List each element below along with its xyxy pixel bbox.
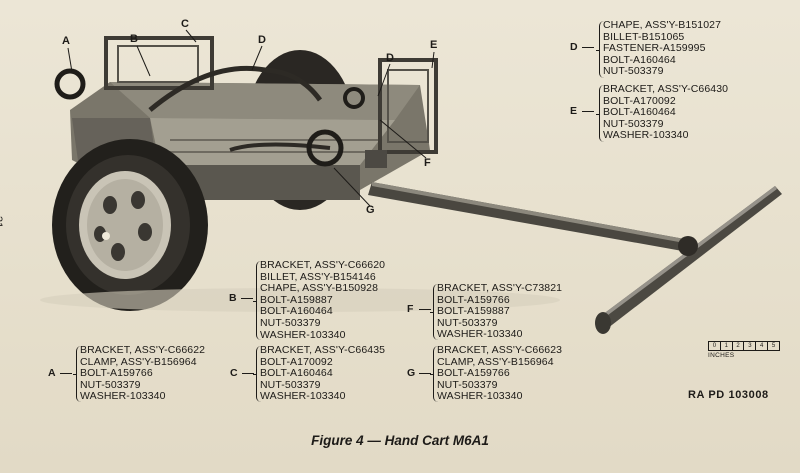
figure-caption: Figure 4 — Hand Cart M6A1 (311, 433, 489, 448)
handle-tongue (368, 182, 782, 334)
leader-dash (419, 309, 431, 310)
scale-tick: 0 (708, 341, 720, 351)
callout-a: A (62, 35, 70, 47)
parts-items: BRACKET, ASS'Y-C66623 CLAMP, ASS'Y-B1569… (437, 344, 563, 403)
part-item: BRACKET, ASS'Y-C66620 (260, 259, 386, 271)
part-item: CHAPE, ASS'Y-B151027 (603, 19, 722, 31)
callout-g: G (366, 204, 375, 216)
scale-tick: 4 (755, 341, 768, 351)
callout-b: B (130, 33, 138, 45)
parts-items: BRACKET, ASS'Y-C73821 BOLT-A159766 BOLT-… (437, 282, 563, 341)
scale-tick: 1 (719, 341, 732, 351)
part-item: WASHER-103340 (260, 390, 346, 403)
part-item: BOLT-A160464 (260, 305, 333, 318)
part-item: WASHER-103340 (437, 328, 523, 341)
part-item: NUT-503379 (260, 378, 321, 391)
brace (596, 21, 604, 78)
parts-items: BRACKET, ASS'Y-C66435 BOLT-A170092 BOLT-… (260, 344, 386, 403)
part-item: BILLET, ASS'Y-B154146 (260, 270, 376, 283)
part-item: BRACKET, ASS'Y-C66622 (80, 344, 206, 356)
reference-code: RA PD 103008 (688, 389, 769, 401)
callout-f: F (424, 157, 431, 169)
parts-list-key: A (48, 367, 56, 379)
part-item: BOLT-A160464 (260, 367, 333, 380)
part-item: NUT-503379 (437, 378, 498, 391)
parts-list-key: E (570, 105, 578, 117)
scale-tick: 3 (743, 341, 756, 351)
scale-tick: 5 (767, 341, 780, 351)
ground-shadow (40, 288, 560, 312)
part-item: WASHER-103340 (80, 390, 166, 403)
leader-lines (67, 29, 435, 207)
part-item: BOLT-A159766 (437, 367, 510, 380)
part-item: NUT-503379 (603, 65, 664, 78)
parts-items: BRACKET, ASS'Y-C66620 BILLET, ASS'Y-B154… (260, 259, 386, 341)
parts-list-key: B (229, 292, 237, 304)
part-item: BOLT-A170092 (260, 355, 333, 368)
scale-tick: 2 (731, 341, 744, 351)
callout-d-lower: D (386, 52, 394, 64)
part-item: BOLT-A159766 (80, 367, 153, 380)
brace (596, 85, 604, 142)
part-item: WASHER-103340 (437, 390, 523, 403)
scale-unit: INCHES (708, 352, 735, 359)
part-item: FASTENER-A159995 (603, 42, 706, 55)
leader-dash (242, 373, 254, 374)
parts-list-key: G (407, 367, 416, 379)
parts-items: BRACKET, ASS'Y-C66622 CLAMP, ASS'Y-B1569… (80, 344, 206, 403)
page-number: 31 (0, 216, 4, 229)
part-item: BOLT-A160464 (603, 106, 676, 119)
part-item: BILLET-B151065 (603, 30, 685, 43)
scale-cells: 0 1 2 3 4 5 (708, 341, 780, 351)
parts-items: CHAPE, ASS'Y-B151027 BILLET-B151065 FAST… (603, 19, 722, 78)
callout-e: E (430, 39, 438, 51)
brace (253, 346, 261, 402)
brace (73, 346, 81, 402)
brace (430, 346, 438, 402)
part-item: BOLT-A159887 (260, 293, 333, 306)
parts-list-key: C (230, 367, 238, 379)
leader-dash (582, 111, 594, 112)
leader-dash (419, 373, 431, 374)
parts-items: BRACKET, ASS'Y-C66430 BOLT-A170092 BOLT-… (603, 83, 729, 142)
part-item: NUT-503379 (260, 316, 321, 329)
part-item: BRACKET, ASS'Y-C73821 (437, 282, 563, 294)
part-item: BRACKET, ASS'Y-C66435 (260, 344, 386, 356)
brace (430, 284, 438, 340)
part-item: BRACKET, ASS'Y-C66430 (603, 83, 729, 95)
brace (253, 261, 261, 340)
parts-list-key: D (570, 41, 578, 53)
parts-list-key: F (407, 303, 414, 315)
part-item: CLAMP, ASS'Y-B156964 (80, 355, 197, 368)
part-item: BOLT-A159887 (437, 305, 510, 318)
part-item: NUT-503379 (80, 378, 141, 391)
part-item: BRACKET, ASS'Y-C66623 (437, 344, 563, 356)
part-item: CLAMP, ASS'Y-B156964 (437, 355, 554, 368)
leader-dash (60, 373, 72, 374)
part-item: BOLT-A170092 (603, 94, 676, 107)
part-item: CHAPE, ASS'Y-B150928 (260, 282, 379, 295)
scale-bar: 0 1 2 3 4 5 INCHES (708, 341, 780, 359)
leader-dash (582, 47, 594, 48)
part-item: WASHER-103340 (260, 328, 346, 341)
part-item: WASHER-103340 (603, 129, 689, 142)
callout-c: C (181, 18, 189, 30)
part-item: BOLT-A160464 (603, 53, 676, 66)
callout-d-upper: D (258, 34, 266, 46)
part-item: NUT-503379 (437, 316, 498, 329)
part-item: NUT-503379 (603, 117, 664, 130)
part-item: BOLT-A159766 (437, 293, 510, 306)
near-wheel (52, 139, 208, 311)
leader-dash (241, 298, 253, 299)
